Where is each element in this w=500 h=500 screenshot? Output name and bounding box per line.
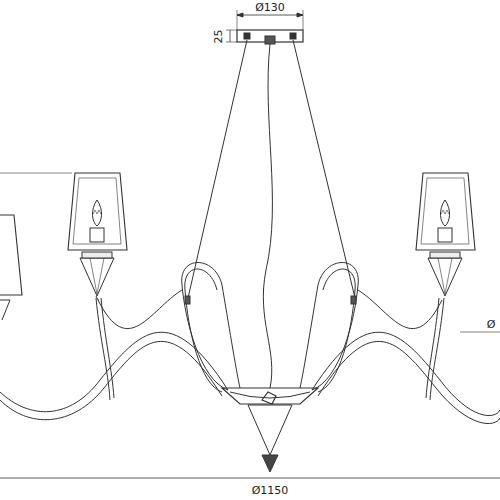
diameter-dimension: Ø1150: [250, 484, 291, 497]
diameter-dimension: Ø: [485, 318, 498, 331]
height-dimension: 25: [212, 27, 225, 45]
diameter-dimension: Ø130: [253, 1, 287, 14]
